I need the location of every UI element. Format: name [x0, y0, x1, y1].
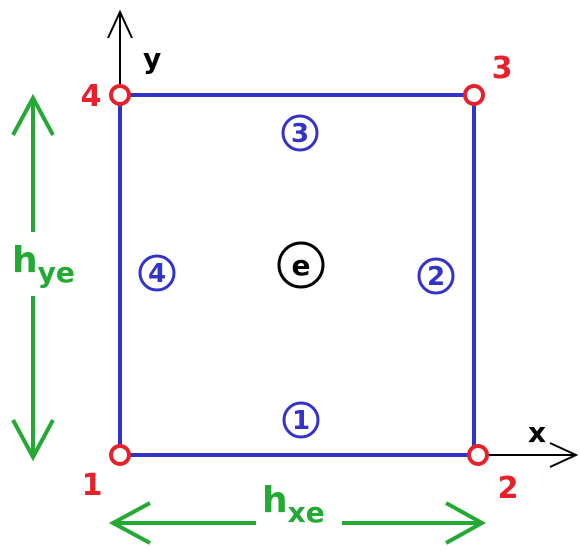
horizontal-dimension-label: hxe [262, 480, 325, 529]
vertical-dimension [11, 93, 55, 462]
node-1: 1 [82, 444, 131, 503]
y-axis: y [107, 9, 161, 95]
x-axis: x [482, 416, 579, 468]
node-2: 2 [467, 444, 519, 506]
edge-label-1: 1 [282, 401, 320, 439]
svg-text:1: 1 [292, 406, 310, 436]
element-boundary [118, 93, 476, 457]
node-4-label: 4 [81, 79, 102, 114]
y-axis-label: y [143, 42, 161, 75]
svg-text:4: 4 [148, 259, 166, 289]
svg-text:3: 3 [291, 119, 309, 149]
node-4: 4 [81, 79, 131, 114]
edge-label-3: 3 [281, 114, 319, 152]
element-center-label: e [277, 241, 325, 289]
svg-text:2: 2 [427, 262, 445, 292]
edge-label-2: 2 [417, 257, 455, 295]
edge-label-4: 4 [138, 254, 176, 292]
node-1-label: 1 [82, 468, 103, 503]
horizontal-dimension [108, 501, 487, 545]
svg-text:e: e [292, 249, 311, 282]
node-3: 3 [463, 51, 513, 106]
vertical-dimension-label: hye [12, 240, 75, 289]
node-2-label: 2 [498, 471, 519, 506]
x-axis-label: x [528, 416, 546, 449]
node-3-label: 3 [492, 51, 513, 86]
